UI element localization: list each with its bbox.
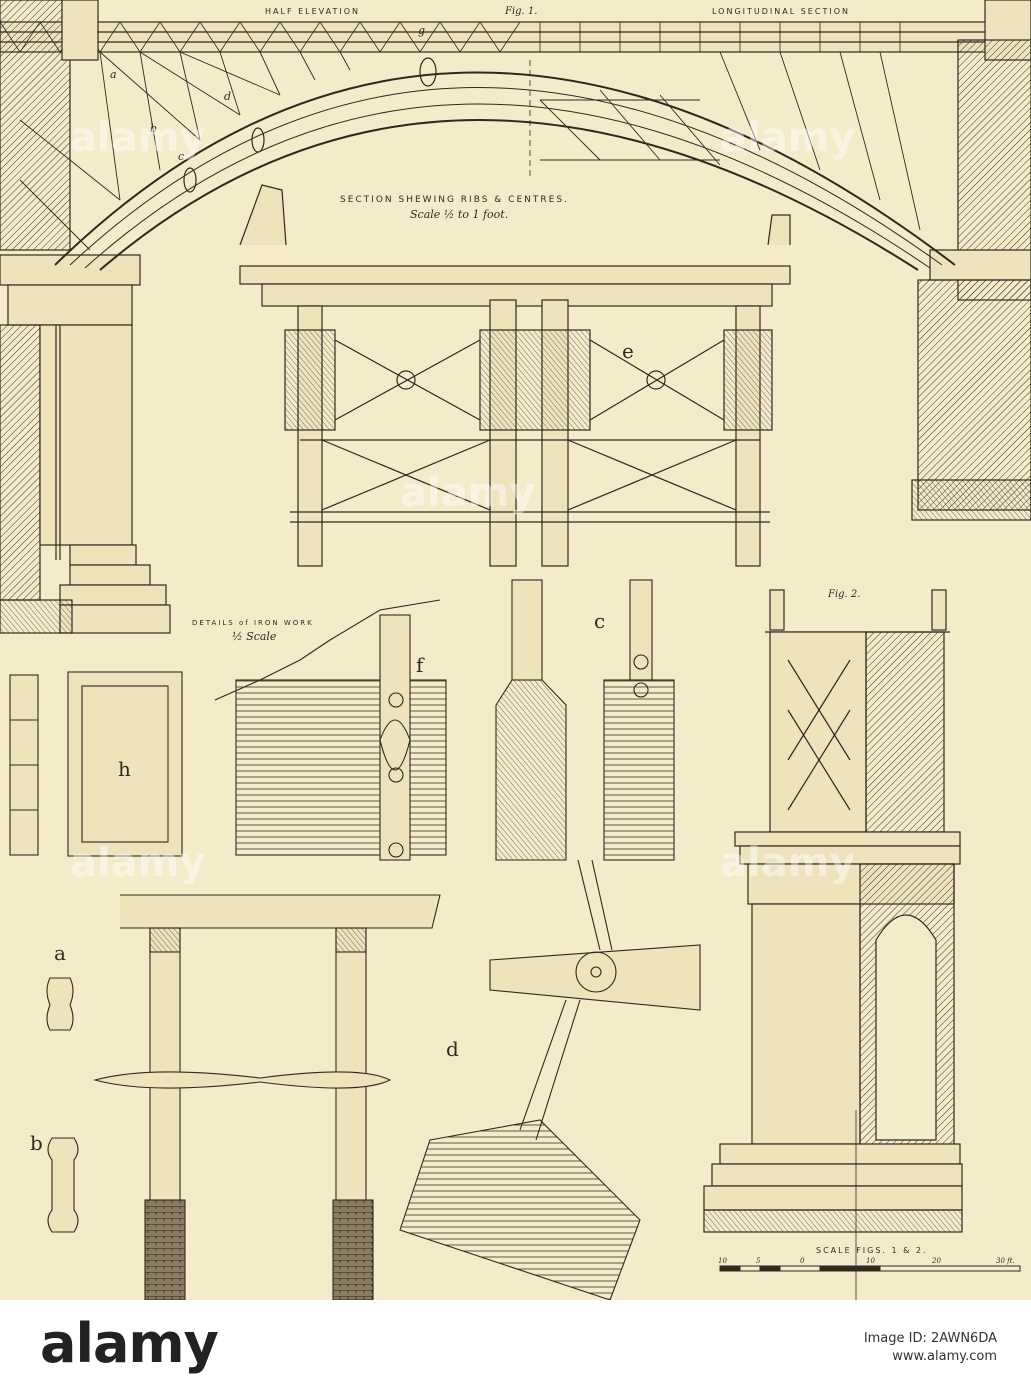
header-longitudinal-section: LONGITUDINAL SECTION (712, 7, 850, 16)
plate-drawing: HALF ELEVATION Fig. 1. LONGITUDINAL SECT… (0, 0, 1031, 1300)
arch-elevation (0, 0, 1031, 634)
letter-f: f (416, 653, 425, 677)
scale-tick-4: 20 (931, 1257, 941, 1265)
details-scale: ½ Scale (232, 630, 277, 643)
scale-caption: SCALE FIGS. 1 & 2. (816, 1246, 928, 1255)
site-url[interactable]: www.alamy.com (892, 1349, 997, 1364)
letter-g-top: g (418, 24, 425, 37)
section-title: SECTION SHEWING RIBS & CENTRES. (340, 195, 569, 205)
image-id: Image ID: 2AWN6DA (863, 1331, 997, 1346)
centres-section (239, 184, 791, 567)
letter-a: a (54, 941, 66, 965)
section-scale: Scale ½ to 1 foot. (410, 208, 508, 221)
pier-fig2 (703, 589, 963, 1300)
image-id-block: Image ID: 2AWN6DA www.alamy.com (864, 1330, 997, 1366)
header-fig1: Fig. 1. (504, 6, 537, 17)
iron-details (9, 579, 701, 1300)
details-title: DETAILS of IRON WORK (192, 619, 314, 627)
scale-tick-5: 30 ft. (996, 1257, 1015, 1265)
scale-bar (719, 1265, 1021, 1272)
letter-c-detail: c (594, 609, 605, 633)
letter-c-top: c (178, 150, 184, 163)
alamy-logo[interactable]: alamy (40, 1312, 219, 1375)
letter-b-top: b (150, 122, 157, 135)
letter-d-top: d (224, 90, 231, 103)
fig2-label: Fig. 2. (827, 589, 860, 600)
engraving-plate: HALF ELEVATION Fig. 1. LONGITUDINAL SECT… (0, 0, 1031, 1300)
letter-h: h (118, 757, 131, 781)
letter-b: b (30, 1131, 43, 1155)
scale-tick-3: 10 (866, 1257, 875, 1265)
letter-a-top: a (110, 68, 117, 81)
scale-tick-0: 10 (718, 1257, 727, 1265)
stock-footer: alamy Image ID: 2AWN6DA www.alamy.com (0, 1300, 1031, 1390)
letter-e: e (622, 339, 634, 363)
letter-d: d (446, 1037, 459, 1061)
header-half-elevation: HALF ELEVATION (265, 7, 360, 16)
scale-tick-1: 5 (756, 1257, 761, 1265)
scale-tick-2: 0 (800, 1257, 805, 1265)
